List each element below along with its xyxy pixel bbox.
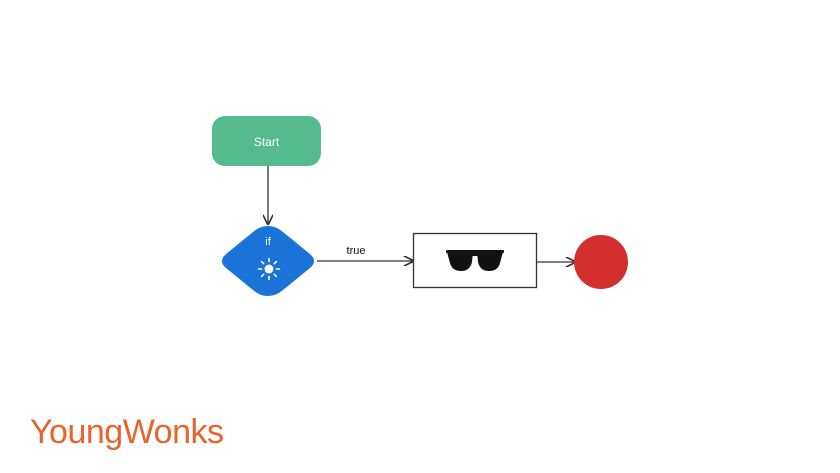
start-node-shape xyxy=(212,116,321,166)
action-node xyxy=(412,232,538,289)
decision-node-shape xyxy=(222,226,314,296)
sunglasses-icon xyxy=(446,250,504,271)
start-label: Start xyxy=(254,135,280,149)
decision-label: if xyxy=(265,236,271,248)
brand-logo: YoungWonks xyxy=(30,413,224,451)
end-node xyxy=(574,235,628,289)
edge-true-label: true xyxy=(347,245,366,257)
action-node-shape xyxy=(412,232,538,289)
decision-node: if xyxy=(222,226,314,296)
sun-icon xyxy=(257,257,281,281)
start-node: Start xyxy=(212,116,321,166)
